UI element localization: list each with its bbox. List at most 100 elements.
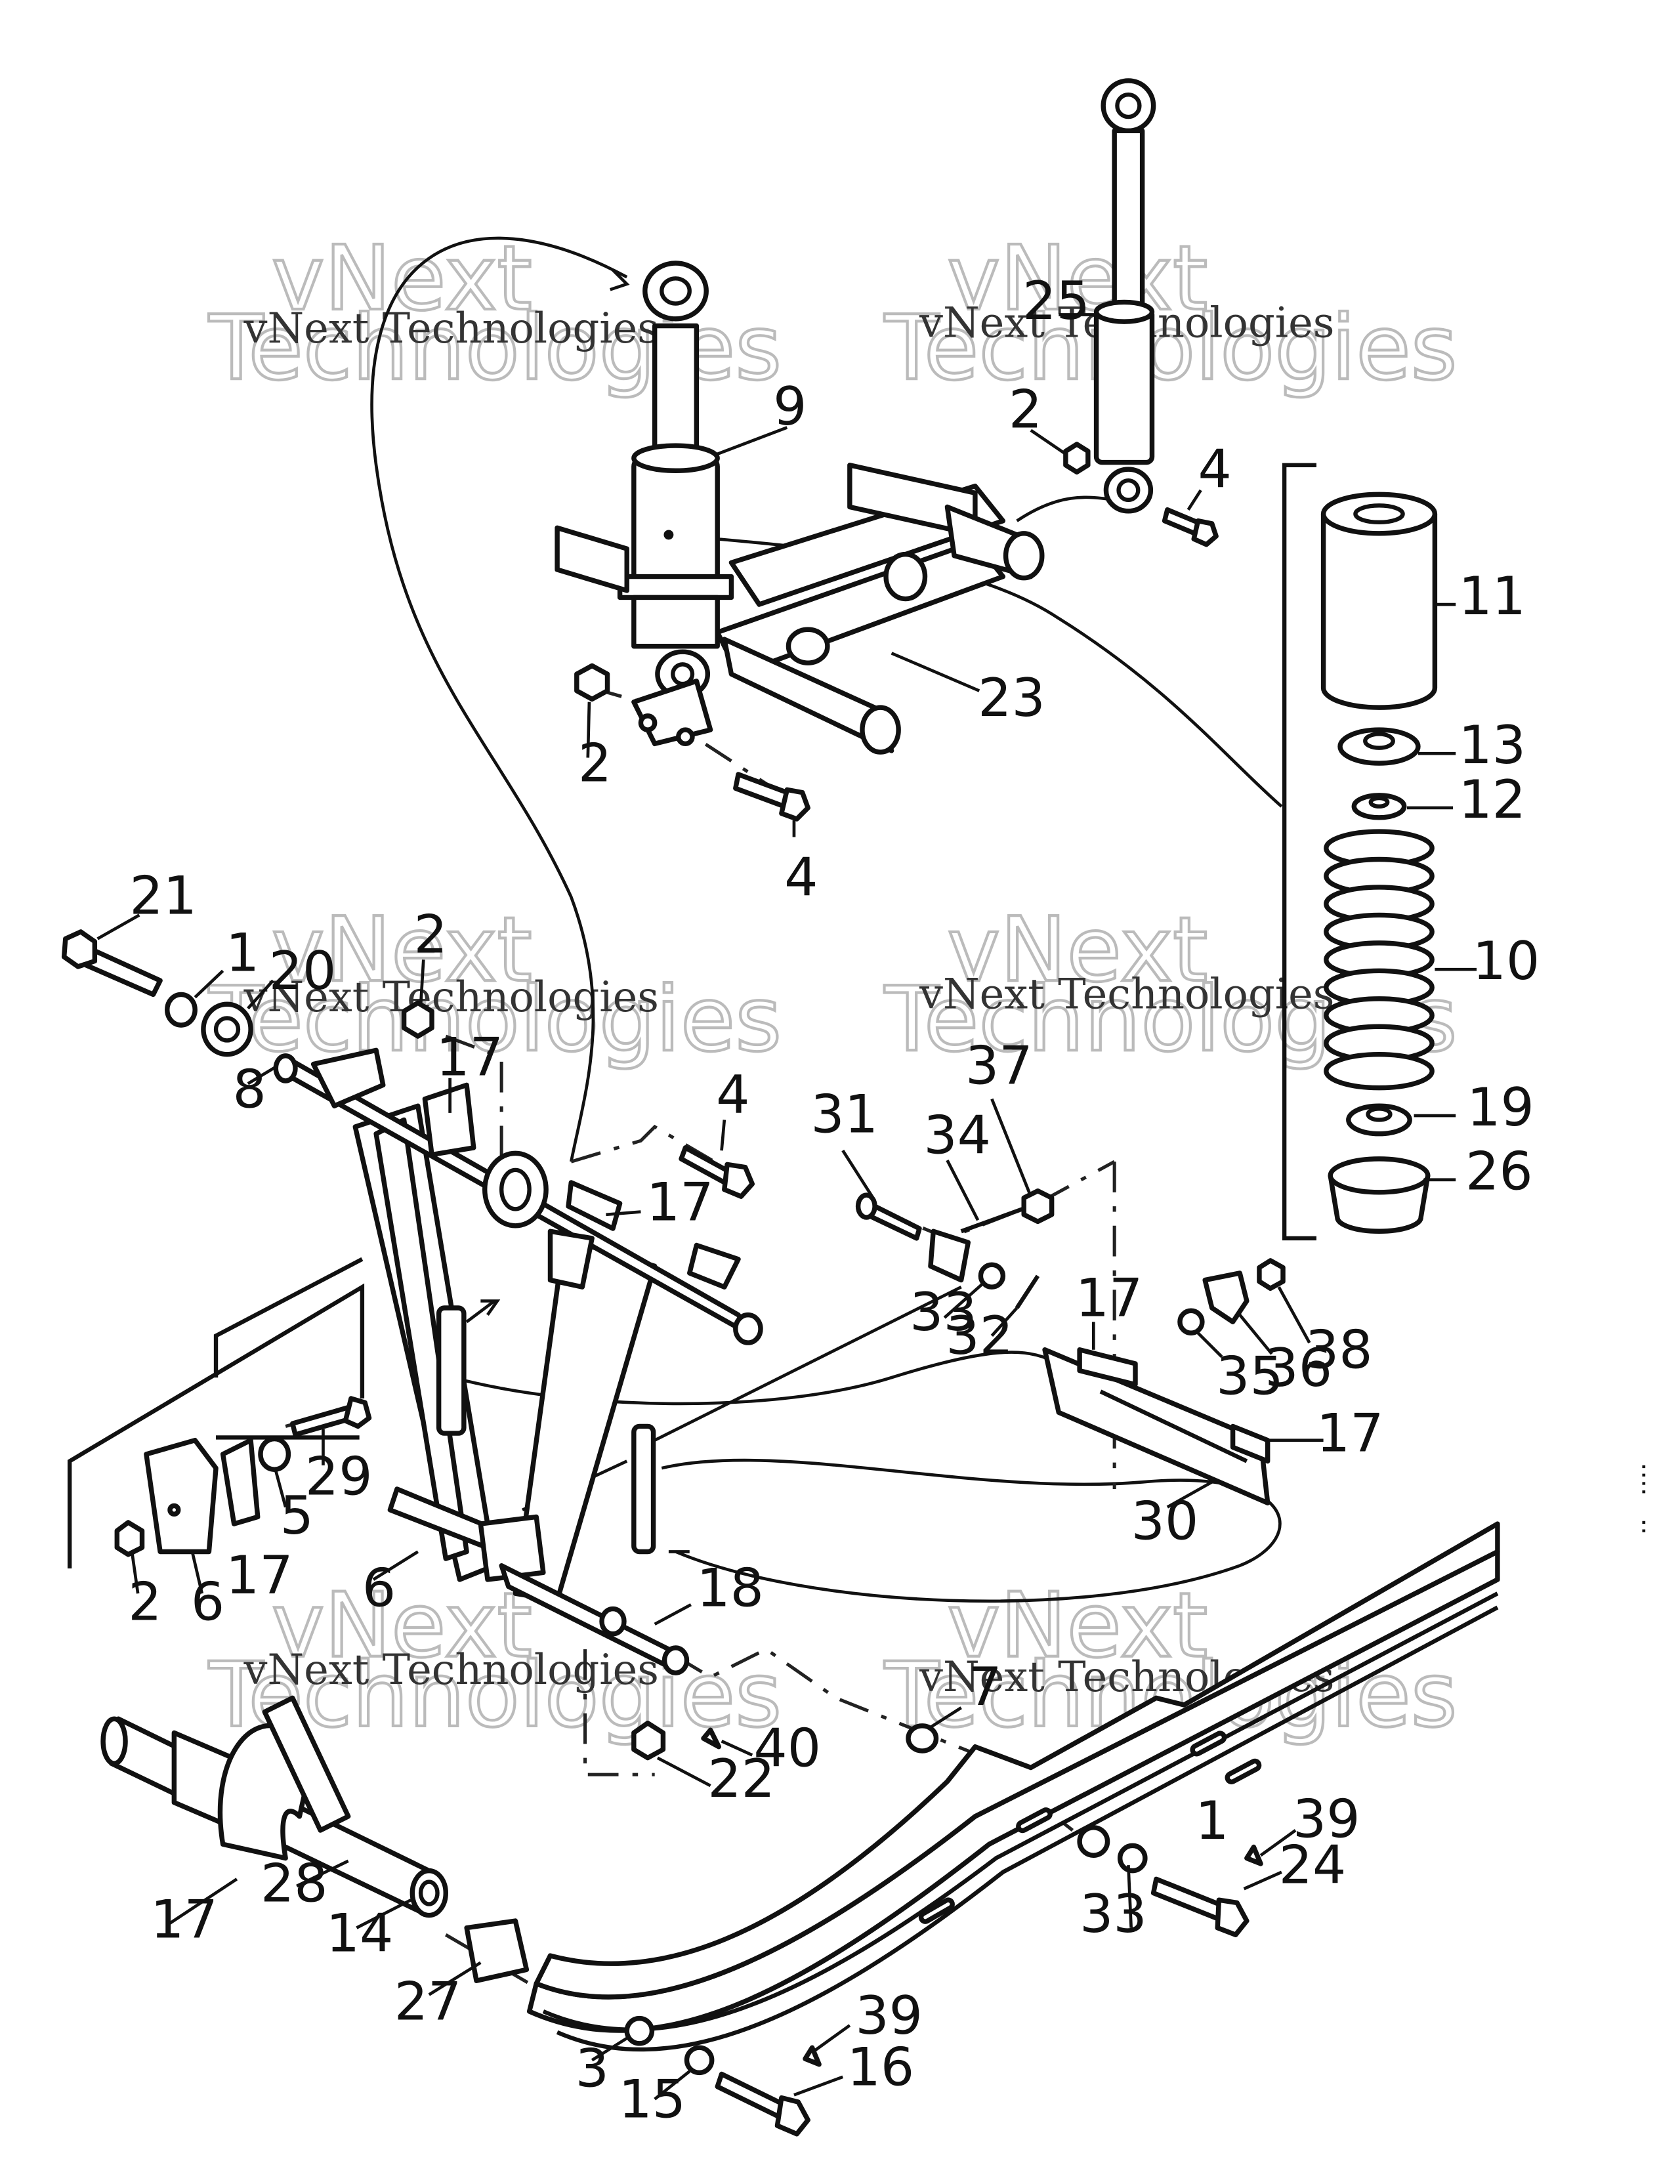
callout-6: 6 <box>362 1557 396 1619</box>
callout-15: 15 <box>618 2068 686 2130</box>
top-hardware <box>574 442 1219 822</box>
nut-2-lower <box>114 1520 145 1557</box>
callout-16: 16 <box>847 2036 915 2098</box>
callout-14: 14 <box>326 1903 394 1965</box>
watermark-group: Technologies vNext vNext Technologies Te… <box>207 226 1459 1749</box>
center-small-hardware <box>631 1720 939 1761</box>
callout-18: 18 <box>696 1557 764 1619</box>
bracket-17-left <box>220 1437 261 1526</box>
callout-7: 7 <box>968 1656 1001 1718</box>
rail <box>526 1521 1500 2076</box>
callout-24: 24 <box>1279 1835 1347 1897</box>
callout-39: 39 <box>855 1985 923 2047</box>
washer-15 <box>684 2045 715 2076</box>
callout-26: 26 <box>1465 1141 1533 1203</box>
callout-30: 30 <box>1131 1490 1199 1552</box>
rail-slots <box>918 1731 1262 1924</box>
callout-1: 1 <box>1195 1790 1228 1852</box>
svg-text:vNext Technologies: vNext Technologies <box>243 973 659 1022</box>
callout-4: 4 <box>784 847 818 909</box>
callout-32: 32 <box>946 1305 1013 1367</box>
washer-3 <box>624 2015 655 2046</box>
nut-2-left <box>574 663 610 702</box>
callout-2: 2 <box>578 733 612 795</box>
callout-33: 33 <box>910 1282 977 1343</box>
svg-text:vNext: vNext <box>272 898 532 1002</box>
bushing-20 <box>201 1001 253 1057</box>
callout-8: 8 <box>232 1059 266 1120</box>
right-hardware <box>855 1188 1286 1505</box>
svg-text:vNext Technologies: vNext Technologies <box>919 971 1335 1019</box>
plate-6 <box>144 1437 219 1555</box>
bracket-34 <box>928 1228 971 1283</box>
callout-27: 27 <box>394 1971 462 2033</box>
callout-28: 28 <box>261 1853 328 1914</box>
shock-top-eyelet <box>642 261 709 322</box>
callout-4: 4 <box>716 1064 749 1126</box>
callout-39: 39 <box>1293 1789 1360 1851</box>
callout-17: 17 <box>150 1889 218 1950</box>
svg-text:vNext Technologies: vNext Technologies <box>243 304 659 353</box>
lubricant-40 <box>701 1727 722 1750</box>
frame-lines <box>67 463 1316 1568</box>
knob-36 <box>1202 1270 1250 1324</box>
callout-3: 3 <box>576 2038 609 2100</box>
callout-38: 38 <box>1305 1319 1373 1381</box>
callout-34: 34 <box>923 1104 991 1166</box>
svg-text:Technologies: Technologies <box>884 297 1458 400</box>
callout-22: 22 <box>707 1748 775 1810</box>
callout-11: 11 <box>1458 566 1526 627</box>
swing-arm <box>273 1047 763 1675</box>
callout-4: 4 <box>1198 439 1232 501</box>
washer-7 <box>906 1723 939 1754</box>
spring-stack <box>1320 492 1438 1234</box>
callout-17: 17 <box>1316 1403 1384 1465</box>
rail-washer-33 <box>1077 1825 1110 1858</box>
callout-12: 12 <box>1458 769 1526 831</box>
left-hardware <box>61 929 434 1557</box>
svg-text:Technologies: Technologies <box>208 968 782 1072</box>
bolt-24 <box>1150 1876 1228 1923</box>
washer-5 <box>258 1436 291 1472</box>
callout-33: 33 <box>1080 1883 1147 1945</box>
bushing-27 <box>464 1918 530 1984</box>
callout-13: 13 <box>1458 715 1526 776</box>
washer-35 <box>1177 1308 1205 1335</box>
svg-text:vNext: vNext <box>947 898 1208 1002</box>
leader-lines <box>96 313 1477 2101</box>
callout-20: 20 <box>269 940 337 1002</box>
callout-35: 35 <box>1216 1346 1284 1408</box>
svg-text:vNext: vNext <box>272 227 532 331</box>
grease-fitting-22 <box>631 1720 666 1761</box>
callout-37: 37 <box>965 1035 1033 1097</box>
watermark: Technologies vNext vNext Technologies <box>883 226 1459 402</box>
callout-6: 6 <box>191 1572 224 1633</box>
callout-2: 2 <box>413 904 447 966</box>
slider-30 <box>1042 1347 1270 1505</box>
callout-17: 17 <box>1076 1268 1143 1330</box>
callout-36: 36 <box>1265 1337 1332 1399</box>
lubricant-39-lower <box>803 2045 822 2067</box>
rail-bolts <box>715 1844 1263 2137</box>
clip-32 <box>1015 1274 1040 1309</box>
rear-shock <box>1093 78 1156 514</box>
callout-25: 25 <box>1022 270 1090 332</box>
washer-1-rail <box>1117 1843 1148 1874</box>
nut-2-upper <box>401 1000 434 1039</box>
watermark: Technologies vNext vNext Technologies <box>207 897 783 1073</box>
washer-33-upper <box>978 1262 1006 1290</box>
callout-2: 2 <box>1009 379 1042 440</box>
callout-23: 23 <box>978 667 1045 729</box>
svg-text:vNext: vNext <box>272 1574 532 1678</box>
callout-9: 9 <box>773 376 807 438</box>
nut-2-right <box>1063 442 1091 475</box>
callout-31: 31 <box>810 1084 878 1146</box>
callout-10: 10 <box>1473 931 1540 992</box>
callout-2: 2 <box>128 1572 161 1633</box>
center-bolt <box>679 1145 755 1199</box>
callout-1: 1 <box>226 922 259 984</box>
coil-spring <box>1324 829 1435 1091</box>
shock-absorber <box>617 261 734 699</box>
callout-29: 29 <box>305 1446 373 1507</box>
